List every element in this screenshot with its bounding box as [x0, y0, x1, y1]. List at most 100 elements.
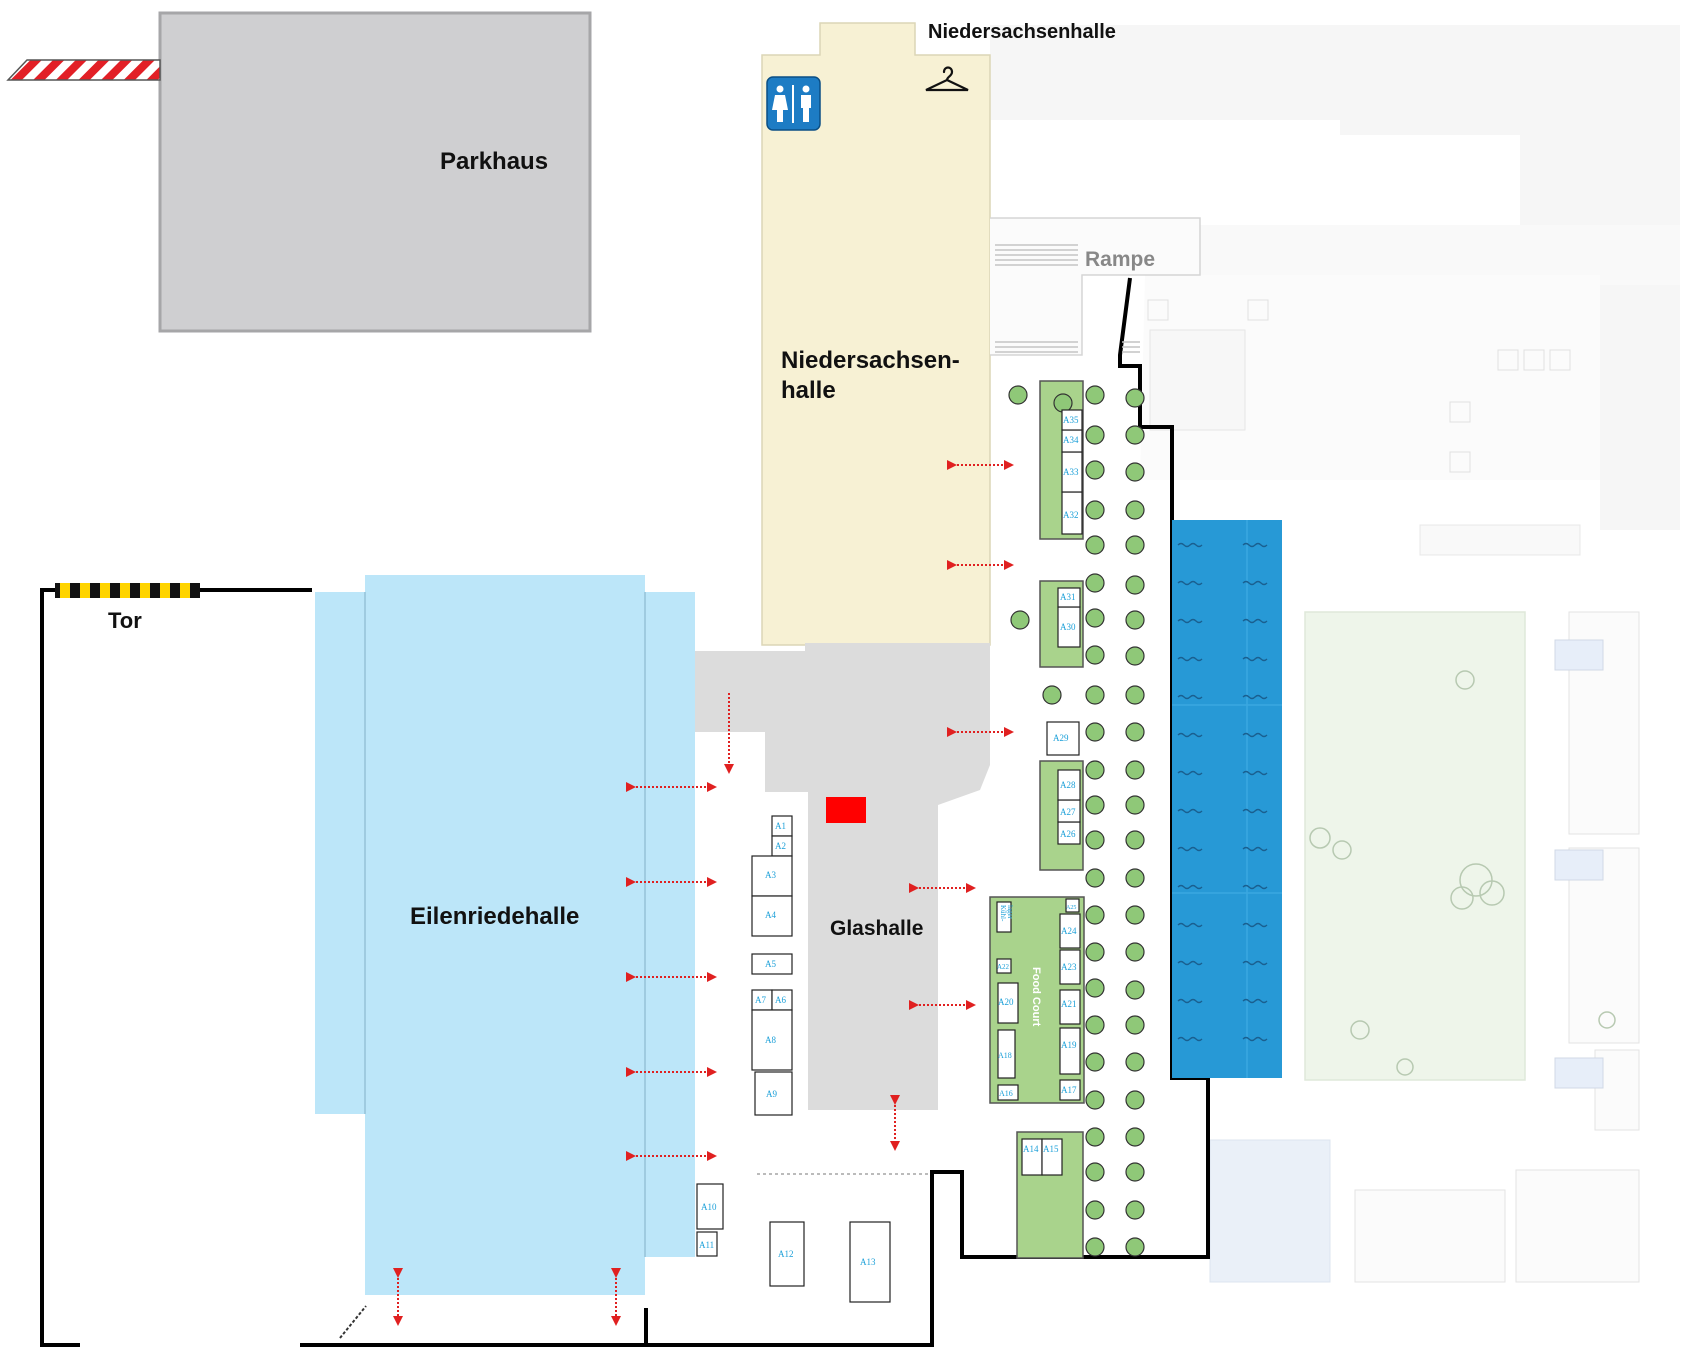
- tree-icon: [1085, 978, 1105, 998]
- wave-mark: [1242, 618, 1268, 624]
- stand-a28[interactable]: [1057, 769, 1081, 801]
- stand-a28-label: A28: [1060, 780, 1076, 790]
- stand-a33-label: A33: [1063, 467, 1079, 477]
- tor-label: Tor: [108, 608, 142, 633]
- location-marker: [826, 797, 866, 823]
- stand-a25-label: A25: [1066, 905, 1076, 911]
- wave-mark: [1242, 960, 1268, 966]
- stand-a13[interactable]: [849, 1221, 891, 1303]
- tree-icon: [1125, 1237, 1145, 1257]
- stand-a8[interactable]: [751, 1009, 793, 1071]
- wave-mark: [1177, 732, 1203, 738]
- tree-icon: [1125, 868, 1145, 888]
- stand-a35[interactable]: [1061, 409, 1083, 431]
- stand-a16[interactable]: [997, 1084, 1019, 1101]
- wave-mark: [1242, 770, 1268, 776]
- eilenriedehalle-building: [315, 575, 695, 1295]
- stand-a18-label: A18: [998, 1051, 1012, 1060]
- stand-a23-label: A23: [1061, 962, 1077, 972]
- wave-mark: [1177, 542, 1203, 548]
- wave-mark: [1242, 580, 1268, 586]
- stand-a12-label: A12: [778, 1249, 794, 1259]
- stand-a4[interactable]: [751, 895, 793, 937]
- stand-a24[interactable]: [1059, 913, 1081, 949]
- eilenriedehalle-label: Eilenriedehalle: [410, 903, 579, 930]
- stand-a19[interactable]: [1059, 1027, 1081, 1075]
- stand-a1-label: A1: [775, 821, 786, 831]
- niedersachsenhalle-label-line2: halle: [781, 377, 836, 404]
- stand-a18[interactable]: [997, 1029, 1016, 1079]
- tree-icon: [1125, 1015, 1145, 1035]
- parkhaus-label: Parkhaus: [440, 148, 548, 175]
- stand-a21[interactable]: [1059, 989, 1081, 1025]
- kuehllager: [996, 901, 1012, 933]
- rampe-label: Rampe: [1085, 248, 1155, 271]
- tree-icon: [1085, 868, 1105, 888]
- stand-a11[interactable]: [696, 1231, 718, 1257]
- tree-icon: [1125, 795, 1145, 815]
- wave-mark: [1177, 770, 1203, 776]
- stand-a9[interactable]: [754, 1071, 793, 1116]
- stand-a11-label: A11: [699, 1240, 714, 1250]
- stand-a17-label: A17: [1061, 1085, 1077, 1095]
- wave-mark: [1177, 884, 1203, 890]
- stand-a22-label: A22: [997, 963, 1010, 971]
- stand-a5[interactable]: [751, 953, 793, 975]
- wave-mark: [1242, 732, 1268, 738]
- tree-icon: [1085, 760, 1105, 780]
- park-lawn: [1304, 611, 1526, 1081]
- wave-mark: [1242, 922, 1268, 928]
- stand-a25[interactable]: [1065, 898, 1080, 913]
- stand-a23[interactable]: [1059, 949, 1081, 985]
- parkhaus-building: [158, 11, 592, 333]
- tree-icon: [1085, 385, 1105, 405]
- stand-a12[interactable]: [769, 1221, 805, 1287]
- tree-icon: [1085, 942, 1105, 962]
- stand-a29[interactable]: [1046, 721, 1080, 756]
- stand-a13-label: A13: [860, 1257, 876, 1267]
- wave-mark: [1177, 656, 1203, 662]
- stand-a22[interactable]: [996, 958, 1012, 974]
- wave-mark: [1242, 694, 1268, 700]
- trees: [1008, 385, 1145, 1257]
- tree-icon: [1125, 760, 1145, 780]
- tree-icon: [1085, 573, 1105, 593]
- glashalle-label: Glashalle: [830, 917, 923, 940]
- stand-a20[interactable]: [997, 982, 1019, 1024]
- stand-a21-label: A21: [1061, 999, 1077, 1009]
- tree-icon: [1125, 646, 1145, 666]
- stand-a17[interactable]: [1059, 1079, 1081, 1101]
- wave-mark: [1177, 846, 1203, 852]
- tree-icon: [1085, 535, 1105, 555]
- stand-a34-label: A34: [1063, 435, 1079, 445]
- barrier-icon: [6, 59, 161, 81]
- niedersachsenhalle-top-label: Niedersachsenhalle: [928, 21, 1116, 43]
- tree-icon: [1085, 685, 1105, 705]
- lager-label: lager: [1006, 905, 1014, 920]
- stand-a10[interactable]: [696, 1183, 724, 1230]
- water-basin: [1172, 520, 1282, 1078]
- stand-a10-label: A10: [701, 1202, 717, 1212]
- stand-a2-label: A2: [775, 841, 786, 851]
- wave-mark: [1242, 884, 1268, 890]
- wave-mark: [1242, 998, 1268, 1004]
- tree-icon: [1125, 1162, 1145, 1182]
- tree-icon: [1085, 1237, 1105, 1257]
- stand-a19-label: A19: [1061, 1040, 1077, 1050]
- tree-icon: [1125, 425, 1145, 445]
- stand-a31[interactable]: [1057, 587, 1081, 608]
- tree-icon: [1125, 610, 1145, 630]
- tree-icon: [1085, 795, 1105, 815]
- park-trees: [1309, 670, 1616, 1076]
- tree-icon: [1085, 1127, 1105, 1147]
- stand-labels: A1 A2 A3 A4 A5 A7 A6 A8 A9 A10 A11 A12 A…: [699, 415, 1079, 1267]
- entrance-arrows: [393, 460, 1014, 1326]
- stand-a6-label: A6: [775, 995, 786, 1005]
- stand-a7-label: A7: [755, 995, 766, 1005]
- stand-a15[interactable]: [1041, 1138, 1063, 1176]
- tree-icon: [1010, 610, 1030, 630]
- wave-mark: [1177, 960, 1203, 966]
- tree-icon: [1042, 685, 1062, 705]
- tree-icon: [1085, 830, 1105, 850]
- stand-a30-label: A30: [1060, 622, 1076, 632]
